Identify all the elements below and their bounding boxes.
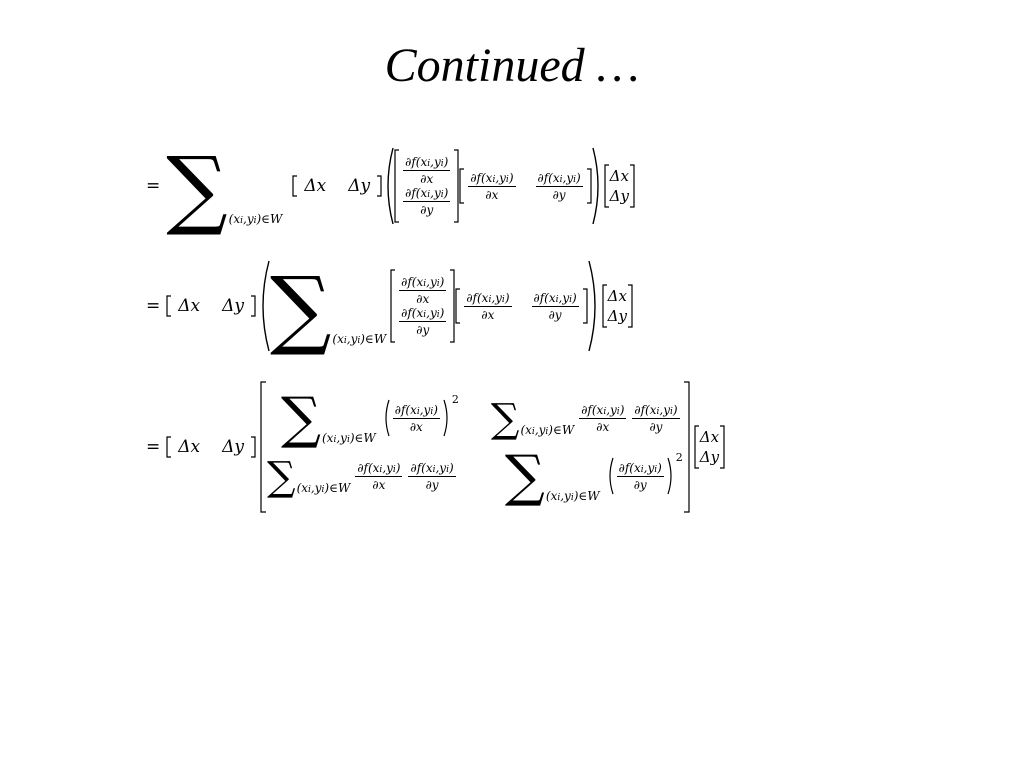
equation-line-2: = Δx Δy ∑ (xi,yi)∈W ∂f(xi,yi)∂x ∂f(xi,yi… <box>146 258 633 354</box>
equals-sign: = <box>146 176 161 196</box>
matrix-cell-yy: ∑ (xi,yi)∈W ∂f(xi,yi)∂y 2 <box>504 444 683 509</box>
structure-tensor-matrix: ∑ (xi,yi)∈W ∂f(xi,yi)∂x 2 ∑ (xi,yi)∈W ∂f… <box>267 386 683 509</box>
matrix-cell-xy: ∑ (xi,yi)∈W ∂f(xi,yi)∂x ∂f(xi,yi)∂y <box>490 396 680 442</box>
matrix-right-bracket <box>683 381 690 513</box>
delta-x: Δx <box>304 176 327 196</box>
summation: ∑ (xi,yi)∈W <box>166 146 283 232</box>
summation: ∑ (xi,yi)∈W <box>270 259 387 359</box>
right-paren <box>587 260 602 352</box>
summation-subscript: (xi,yi)∈W <box>228 212 283 226</box>
delta-row-vector: Δx Δy <box>166 436 256 458</box>
delta-column-vector: Δx Δy <box>609 167 629 205</box>
gradient-row-vector: ∂f(xi,yi)∂x ∂f(xi,yi)∂y <box>468 170 583 202</box>
gradient-column-vector: ∂f(xi,yi)∂x ∂f(xi,yi)∂y <box>399 275 447 337</box>
gradient-column-vector: ∂f(xi,yi)∂x ∂f(xi,yi)∂y <box>403 155 451 217</box>
matrix-left-bracket <box>260 381 267 513</box>
matrix-cell-yx: ∑ (xi,yi)∈W ∂f(xi,yi)∂x ∂f(xi,yi)∂y <box>267 454 456 500</box>
right-paren <box>591 147 604 225</box>
equation-line-3: = Δx Δy ∑ (xi,yi)∈W ∂f(xi,yi)∂x 2 ∑ (xi,… <box>146 376 725 518</box>
equation-line-1: = ∑ (xi,yi)∈W Δx Δy ∂f(xi,yi)∂x ∂f(xi,yi… <box>146 143 635 232</box>
equals-sign: = <box>146 296 161 316</box>
delta-row-vector: Δx Δy <box>166 295 256 317</box>
delta-column-vector: Δx Δy <box>607 287 627 325</box>
delta-column-vector: Δx Δy <box>699 428 720 466</box>
delta-y: Δy <box>348 176 371 196</box>
delta-row-vector: Δx Δy <box>292 175 382 197</box>
equals-sign: = <box>146 437 161 457</box>
sigma-symbol: ∑ <box>166 139 228 239</box>
slide-title: Continued … <box>384 39 640 92</box>
gradient-row-vector: ∂f(xi,yi)∂x ∂f(xi,yi)∂y <box>464 290 579 322</box>
left-paren <box>256 260 270 352</box>
left-paren <box>382 147 394 225</box>
matrix-cell-xx: ∑ (xi,yi)∈W ∂f(xi,yi)∂x 2 <box>281 386 459 451</box>
